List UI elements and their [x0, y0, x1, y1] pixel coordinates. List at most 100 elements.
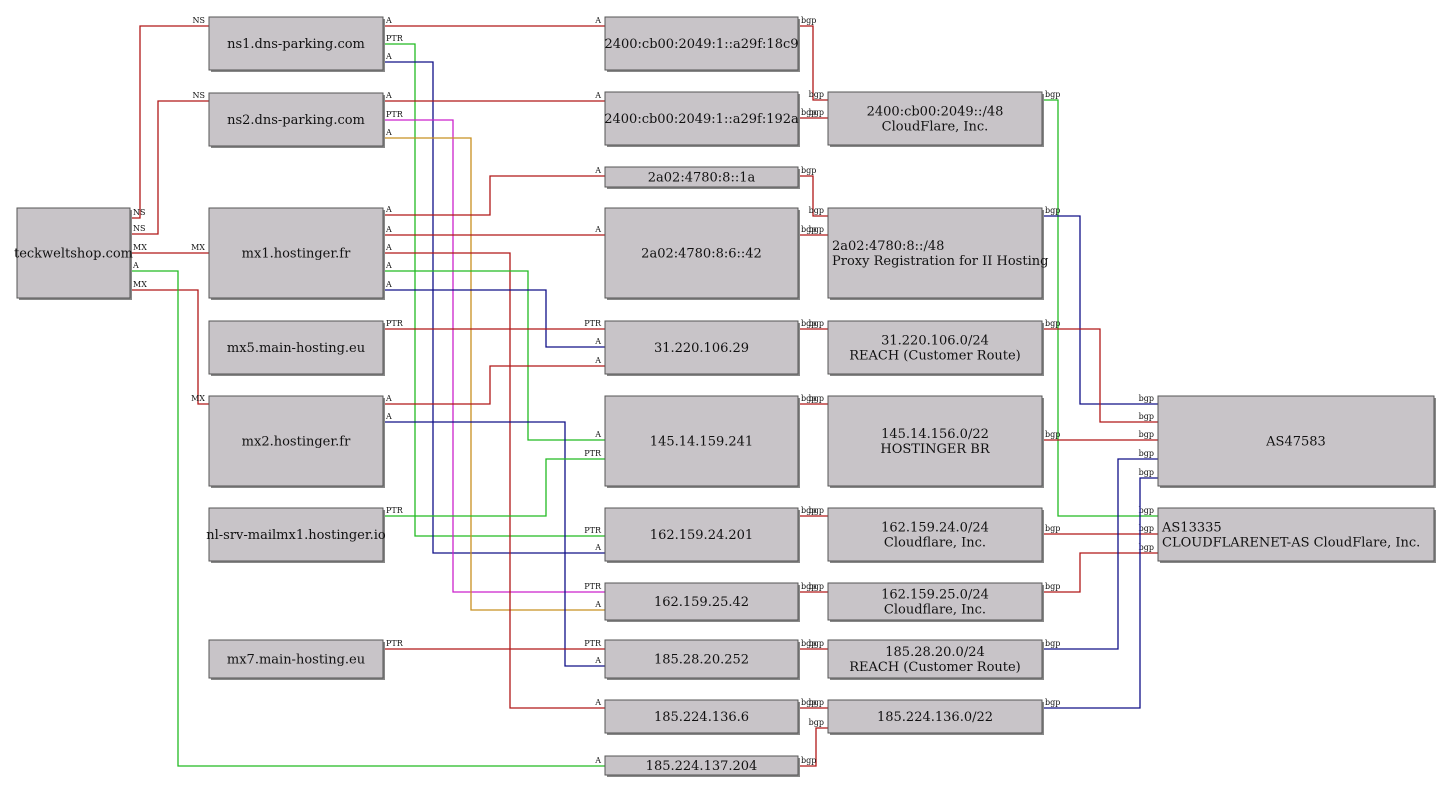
node-ip-162-201[interactable]: 162.159.24.201: [604, 507, 800, 563]
node-mx1[interactable]: mx1.hostinger.fr: [208, 207, 385, 300]
edge-label-source: A: [385, 205, 392, 214]
node-ip-18c9[interactable]: 2400:cb00:2049:1::a29f:18c9: [604, 16, 800, 72]
node-ip-162-42[interactable]: 162.159.25.42: [604, 582, 800, 622]
edge-label-target: PTR: [584, 639, 602, 648]
node-teckweltshop[interactable]: teckweltshop.com: [14, 207, 133, 300]
node-box: [827, 91, 1043, 146]
nodes-layer: teckweltshop.com ns1.dns-parking.com ns2.d…: [14, 16, 1436, 777]
edge-label-target: bgp: [809, 582, 824, 591]
node-ip-1a[interactable]: 2a02:4780:8::1a: [604, 166, 800, 189]
edge-label-source: bgp: [801, 319, 816, 328]
edge-label-target: bgp: [1139, 468, 1154, 477]
edge-label-source: bgp: [801, 16, 816, 25]
edge-label-source: PTR: [386, 639, 404, 648]
edge-line: [799, 175, 828, 217]
node-label-line: 162.159.24.0/24: [881, 521, 989, 536]
node-mx7[interactable]: mx7.main-hosting.eu: [208, 639, 385, 680]
node-label-line: ns2.dns-parking.com: [227, 113, 365, 128]
node-mx5[interactable]: mx5.main-hosting.eu: [208, 320, 385, 376]
node-label-line: 185.224.137.204: [646, 759, 758, 774]
node-label-line: Cloudflare, Inc.: [884, 603, 986, 618]
edge-label-target: A: [594, 756, 601, 765]
node-label-line: 162.159.25.0/24: [881, 588, 989, 603]
edge-label-source: bgp: [801, 166, 816, 175]
edge-label-source: PTR: [386, 110, 404, 119]
edge-label-target: bgp: [1139, 412, 1154, 421]
node-ip-185-252[interactable]: 185.28.20.252: [604, 639, 800, 680]
node-label-line: 185.28.20.252: [654, 653, 749, 668]
node-ip-145[interactable]: 145.14.159.241: [604, 395, 800, 488]
edge-label-target: A: [594, 91, 601, 100]
node-box: [604, 639, 799, 679]
edge-mx1-to-ip-1a: AA: [384, 166, 605, 216]
edge-line: [1043, 552, 1158, 593]
node-ns1[interactable]: ns1.dns-parking.com: [208, 16, 385, 72]
node-ip-31[interactable]: 31.220.106.29: [604, 320, 800, 376]
node-box: [208, 92, 384, 147]
node-label-line: 162.159.24.201: [650, 528, 753, 543]
node-box: [827, 639, 1043, 679]
node-box: [827, 507, 1043, 562]
edge-line: [131, 25, 209, 219]
edge-label-source: MX: [133, 280, 147, 289]
node-mx2[interactable]: mx2.hostinger.fr: [208, 395, 385, 488]
node-net-185-224[interactable]: 185.224.136.0/22: [827, 699, 1044, 735]
edge-label-source: A: [385, 280, 392, 289]
edge-line: [384, 137, 605, 611]
edge-label-target: bgp: [1139, 543, 1154, 552]
node-label-line: 2a02:4780:8::1a: [648, 171, 756, 186]
edge-net-cf6-to-as13335: bgp bgp: [1043, 90, 1158, 517]
node-ip-192a[interactable]: 2400:cb00:2049:1::a29f:192a: [604, 91, 800, 147]
edge-label-target: bgp: [809, 394, 824, 403]
edge-label-source: A: [385, 128, 392, 137]
edge-label-target: bgp: [1139, 506, 1154, 515]
edge-label-target: bgp: [1139, 524, 1154, 533]
node-ip-42[interactable]: 2a02:4780:8:6::42: [604, 207, 800, 300]
edge-net-31-to-as47583: bgp bgp: [1043, 319, 1158, 423]
edge-label-target: MX: [191, 243, 205, 252]
edge-label-target: PTR: [584, 582, 602, 591]
edge-ns1-to-ip-162-201: PTR PTR: [384, 34, 605, 537]
node-ns2[interactable]: ns2.dns-parking.com: [208, 92, 385, 148]
node-box: [604, 582, 799, 621]
edge-label-source: bgp: [1045, 582, 1060, 591]
edge-label-target: bgp: [809, 108, 824, 117]
node-label-line: 2400:cb00:2049:1::a29f:18c9: [604, 37, 798, 52]
edge-line: [384, 458, 605, 517]
node-label-line: AS47583: [1265, 435, 1326, 450]
edge-line: [384, 421, 605, 667]
edge-label-target: A: [594, 337, 601, 346]
edge-label-target: PTR: [584, 449, 602, 458]
node-as47583[interactable]: AS47583: [1157, 395, 1436, 488]
node-label-line: AS13335: [1161, 521, 1222, 536]
node-nlsrv[interactable]: nl-srv-mailmx1.hostinger.io: [206, 507, 386, 563]
node-ip-185-204[interactable]: 185.224.137.204: [604, 755, 800, 777]
node-box: [604, 207, 799, 299]
edge-line: [384, 289, 605, 348]
edge-label-source: bgp: [801, 582, 816, 591]
edge-label-target: bgp: [1139, 394, 1154, 403]
edge-line: [131, 100, 209, 235]
edge-label-source: bgp: [1045, 430, 1060, 439]
edge-label-source: A: [385, 225, 392, 234]
node-label-line: REACH (Customer Route): [849, 349, 1021, 364]
node-label-line: mx2.hostinger.fr: [242, 435, 351, 450]
node-ip-185-6[interactable]: 185.224.136.6: [604, 699, 800, 735]
